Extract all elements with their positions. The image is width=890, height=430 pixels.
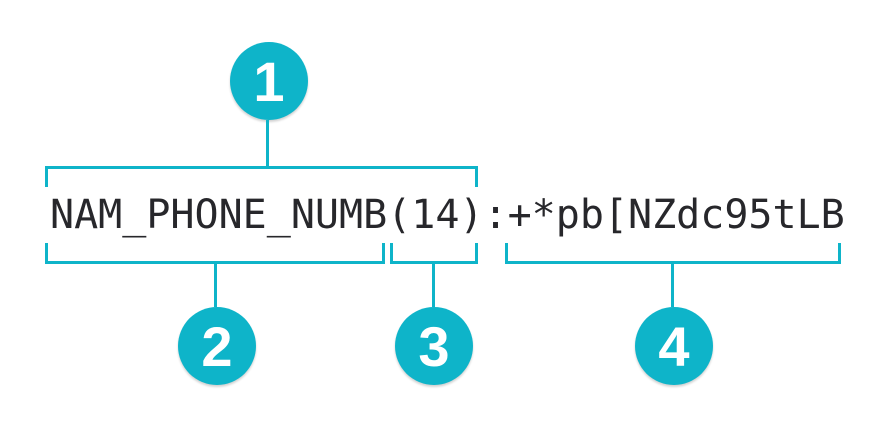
- length-text: (14): [387, 192, 484, 238]
- callout-1-connector-line: [266, 120, 269, 167]
- separator-text: :: [483, 192, 508, 238]
- callout-3-bracket: [390, 243, 478, 264]
- callout-1-bracket: [45, 166, 478, 187]
- callout-4-badge: 4: [635, 307, 713, 385]
- callout-3-badge: 3: [395, 307, 473, 385]
- callout-4-number: 4: [658, 314, 690, 378]
- field-name-text: NAM_PHONE_NUMB: [50, 192, 388, 238]
- expression-text: NAM_PHONE_NUMB(14):+*pb[NZdc95tLB: [50, 190, 845, 240]
- masked-value-text: +*pb[NZdc95tLB: [507, 192, 845, 238]
- callout-4-connector-line: [671, 264, 674, 307]
- callout-2-number: 2: [201, 314, 233, 378]
- callout-2-bracket: [45, 243, 385, 264]
- callout-3-number: 3: [418, 314, 450, 378]
- callout-2-connector-line: [214, 264, 217, 307]
- callout-2-badge: 2: [178, 307, 256, 385]
- callout-3-connector-line: [432, 264, 435, 307]
- callout-1-badge: 1: [230, 42, 308, 120]
- callout-4-bracket: [505, 243, 841, 264]
- callout-1-number: 1: [253, 49, 285, 113]
